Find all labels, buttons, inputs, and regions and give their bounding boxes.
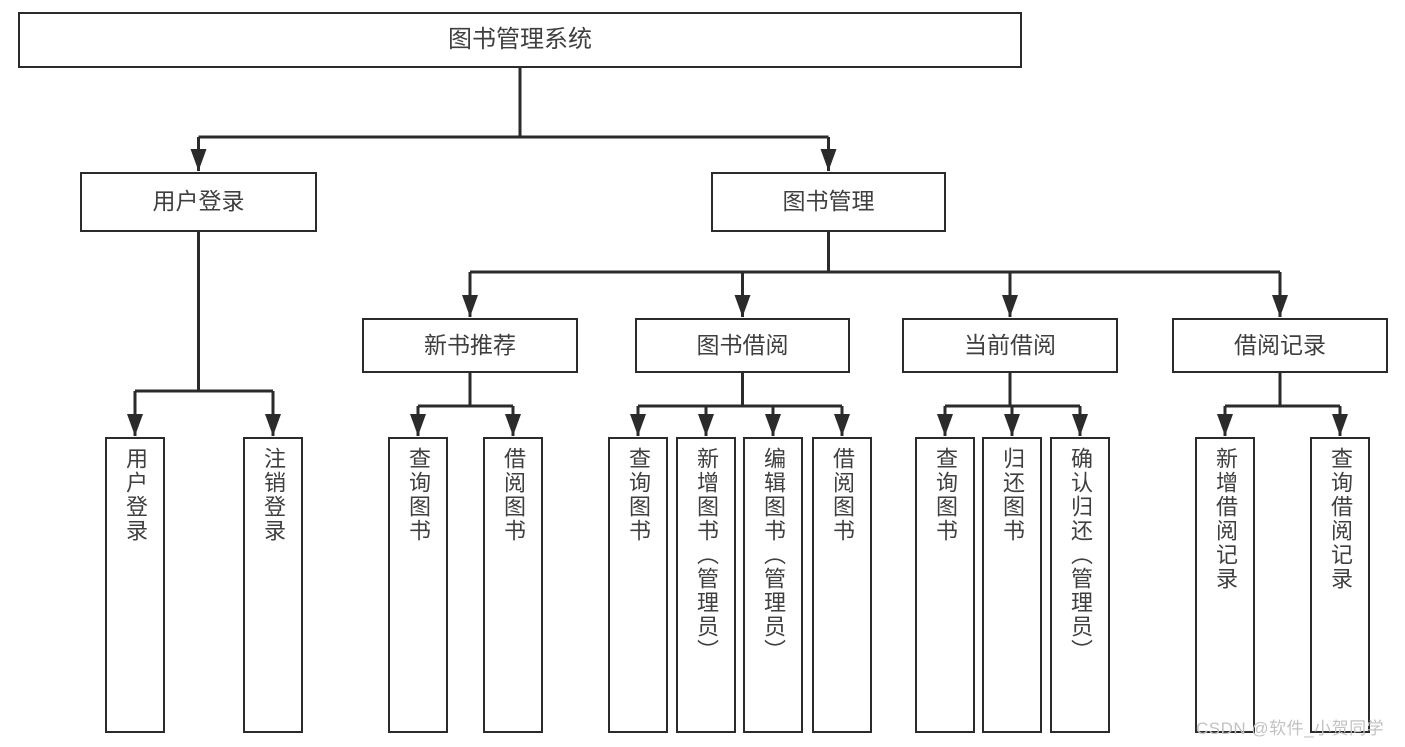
node-label: 借阅记录 bbox=[1234, 331, 1326, 358]
node-label: 图书借阅 bbox=[696, 331, 789, 358]
node-label: 查询图书 bbox=[406, 447, 431, 543]
connector-arrowhead bbox=[410, 414, 426, 436]
node-login[interactable]: 用户登录 bbox=[80, 172, 317, 232]
connector-arrowhead bbox=[765, 414, 781, 436]
connector-arrowhead bbox=[1272, 295, 1288, 317]
node-label: 图书管理 bbox=[782, 188, 875, 215]
node-leaf-q3[interactable]: 查询图书 bbox=[915, 437, 975, 733]
connector-arrowhead bbox=[734, 295, 751, 317]
node-newrec[interactable]: 新书推荐 bbox=[362, 318, 578, 373]
node-label: 借阅图书 bbox=[830, 447, 855, 543]
node-label: 用户登录 bbox=[123, 447, 148, 543]
node-label: 借阅图书 bbox=[501, 447, 526, 543]
connector-arrowhead bbox=[127, 414, 143, 436]
node-leaf-login[interactable]: 用户登录 bbox=[105, 437, 165, 733]
connector-arrowhead bbox=[505, 414, 521, 436]
connector-arrowhead bbox=[937, 414, 953, 436]
node-label: 编辑图书（管理员） bbox=[761, 447, 786, 663]
node-leaf-b2[interactable]: 借阅图书 bbox=[812, 437, 872, 733]
node-records[interactable]: 借阅记录 bbox=[1172, 318, 1388, 373]
node-label: 用户登录 bbox=[152, 188, 245, 215]
connector-arrowhead bbox=[834, 414, 850, 436]
node-leaf-q1[interactable]: 查询图书 bbox=[388, 437, 448, 733]
node-label: 注销登录 bbox=[261, 447, 286, 543]
node-leaf-qrec[interactable]: 查询借阅记录 bbox=[1310, 437, 1370, 733]
node-label: 查询图书 bbox=[933, 447, 958, 543]
node-borrow[interactable]: 图书借阅 bbox=[635, 318, 850, 373]
connector-arrowhead bbox=[265, 414, 281, 436]
node-leaf-edit[interactable]: 编辑图书（管理员） bbox=[743, 437, 803, 733]
node-label: 新增图书（管理员） bbox=[694, 447, 719, 663]
node-bookmgmt[interactable]: 图书管理 bbox=[711, 172, 946, 232]
node-label: 当前借阅 bbox=[964, 331, 1056, 358]
node-label: 查询图书 bbox=[626, 447, 651, 543]
connector-arrowhead bbox=[1217, 414, 1233, 436]
connector-arrowhead bbox=[190, 149, 207, 171]
node-leaf-return[interactable]: 归还图书 bbox=[982, 437, 1042, 733]
node-leaf-confirm[interactable]: 确认归还（管理员） bbox=[1050, 437, 1110, 733]
connector-arrowhead bbox=[820, 149, 837, 171]
connector-arrowhead bbox=[462, 295, 478, 317]
node-label: 确认归还（管理员） bbox=[1068, 447, 1093, 663]
node-leaf-addrec[interactable]: 新增借阅记录 bbox=[1195, 437, 1255, 733]
node-label: 新增借阅记录 bbox=[1213, 447, 1238, 591]
node-leaf-q2[interactable]: 查询图书 bbox=[608, 437, 668, 733]
node-leaf-b1[interactable]: 借阅图书 bbox=[483, 437, 543, 733]
node-label: 归还图书 bbox=[1000, 447, 1025, 543]
connector-arrowhead bbox=[1004, 414, 1020, 436]
connector-arrowhead bbox=[1332, 414, 1348, 436]
connector-arrowhead bbox=[698, 414, 714, 436]
node-current[interactable]: 当前借阅 bbox=[902, 318, 1118, 373]
node-label: 查询借阅记录 bbox=[1328, 447, 1353, 591]
connector-arrowhead bbox=[1072, 414, 1088, 436]
node-leaf-add[interactable]: 新增图书（管理员） bbox=[676, 437, 736, 733]
connector-arrowhead bbox=[1002, 295, 1018, 317]
node-label: 新书推荐 bbox=[424, 331, 516, 358]
node-label: 图书管理系统 bbox=[448, 25, 592, 53]
node-leaf-logout[interactable]: 注销登录 bbox=[243, 437, 303, 733]
connector-arrowhead bbox=[630, 414, 646, 436]
node-root[interactable]: 图书管理系统 bbox=[18, 12, 1022, 68]
